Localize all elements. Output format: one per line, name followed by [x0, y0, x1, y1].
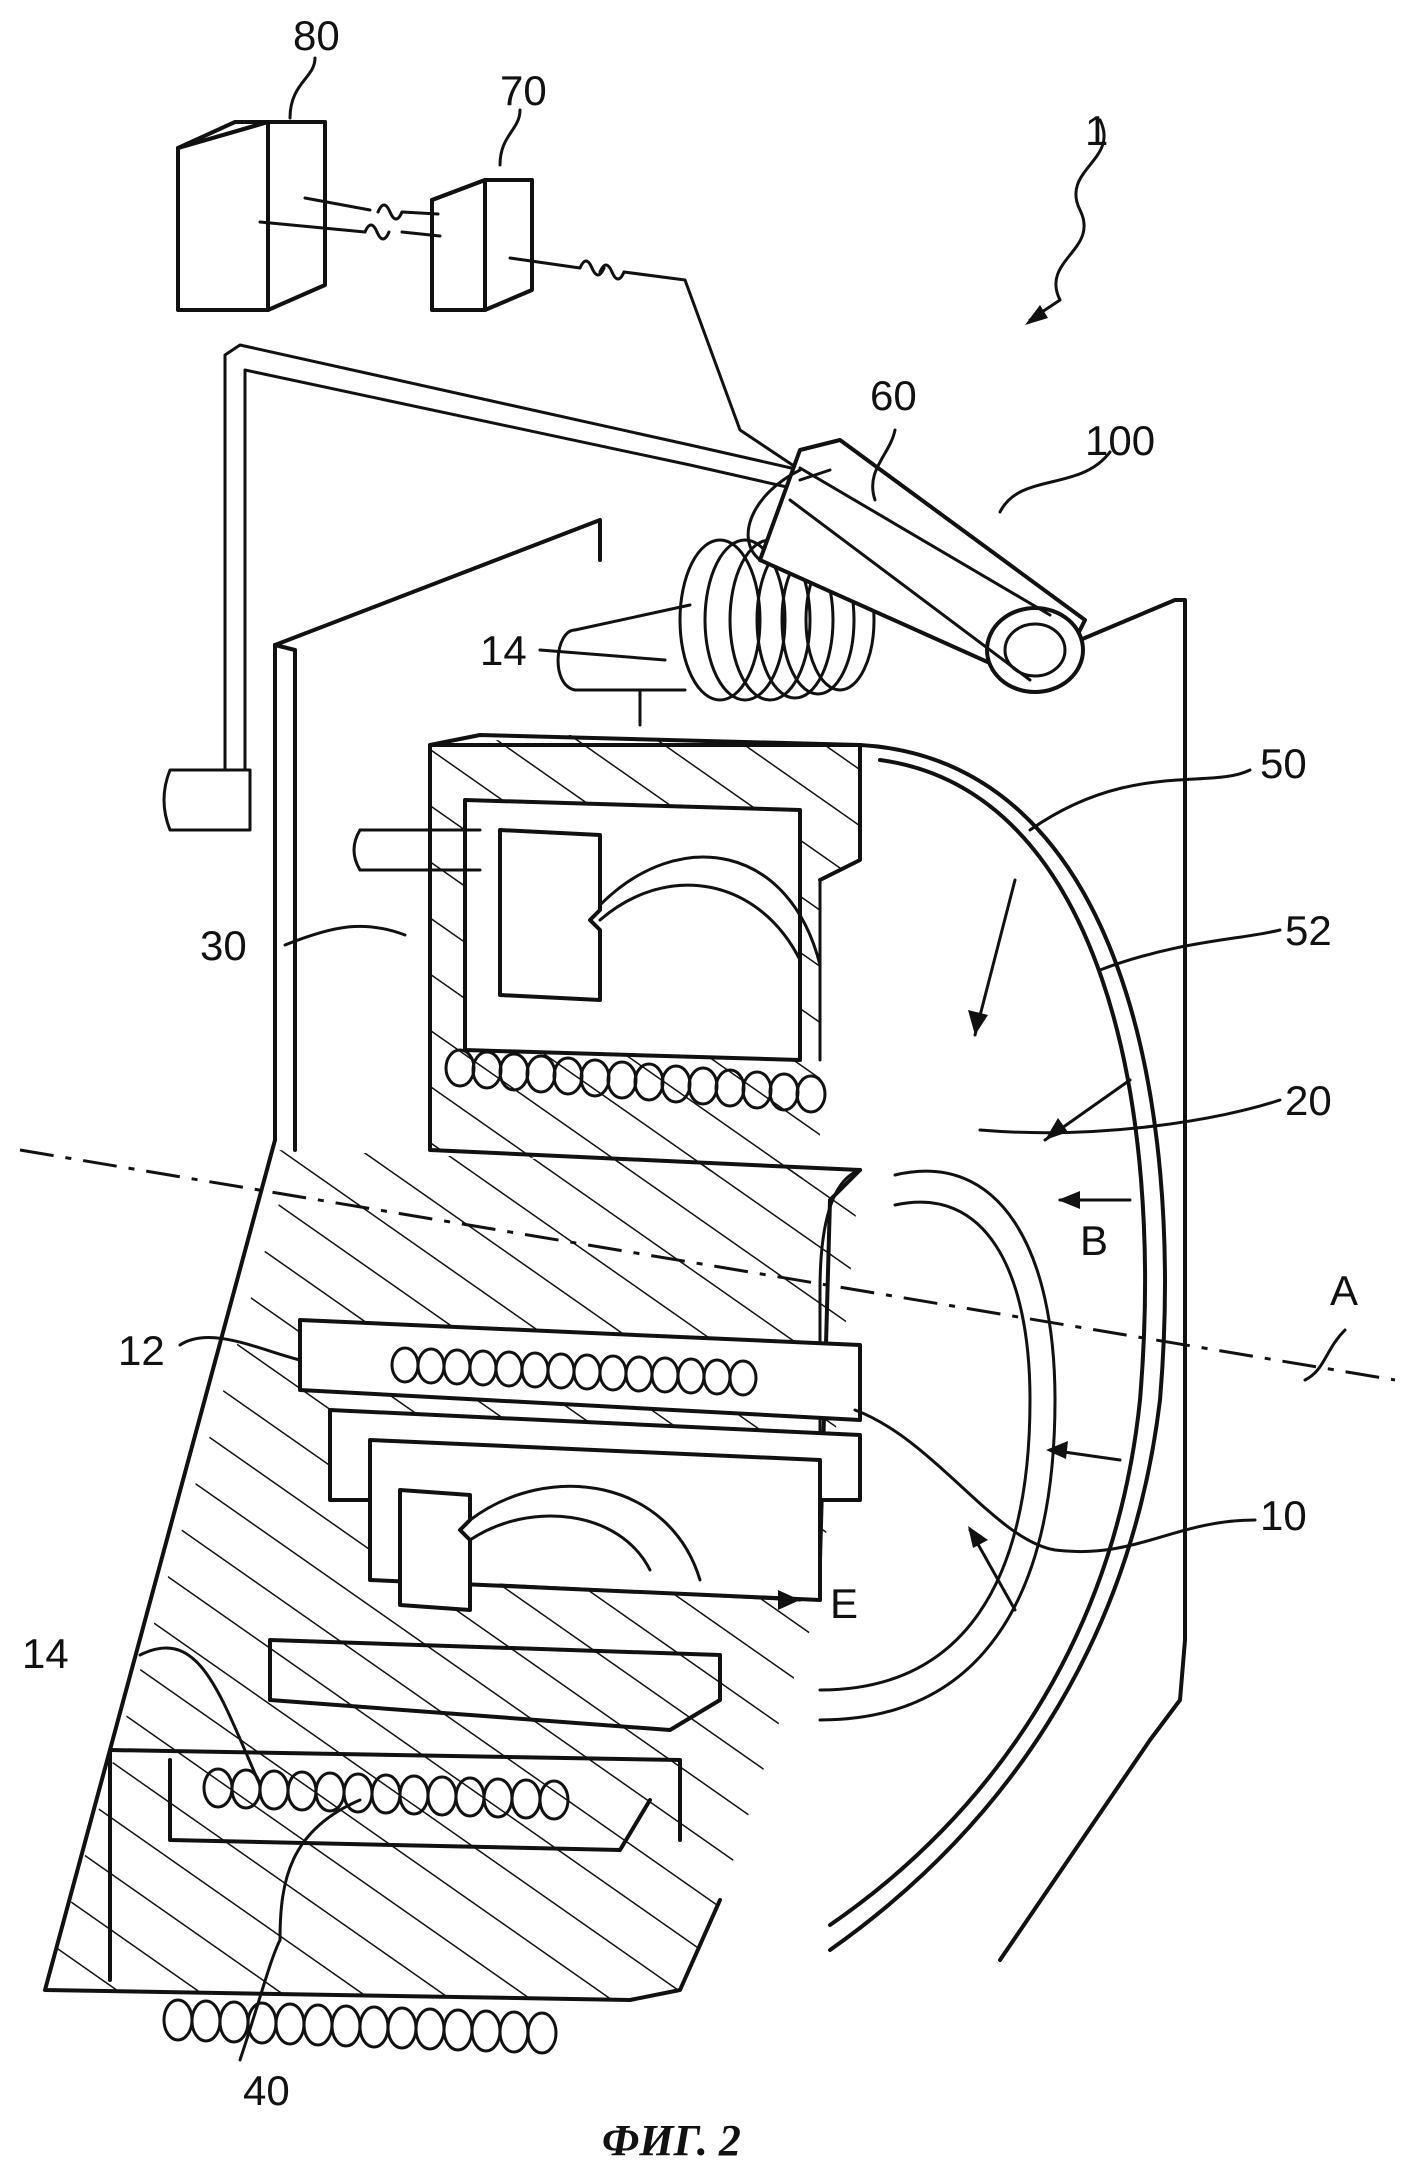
label-100: 100 — [1085, 417, 1155, 464]
label-20: 20 — [1285, 1077, 1332, 1124]
figure-caption: ФИГ. 2 — [602, 2116, 741, 2165]
coil-14-top — [556, 538, 876, 727]
tube-100 — [746, 438, 1087, 694]
label-60: 60 — [870, 372, 917, 419]
coil-40-row — [162, 1998, 558, 2055]
label-52: 52 — [1285, 907, 1332, 954]
coil-14-lower-row — [202, 1767, 570, 1821]
label-B: B — [1080, 1217, 1108, 1264]
unit-70-box — [430, 178, 534, 312]
label-A: A — [1330, 1267, 1358, 1314]
label-70: 70 — [500, 67, 547, 114]
label-14-top: 14 — [480, 627, 527, 674]
label-10: 10 — [1260, 1492, 1307, 1539]
ring-assembly-20-50-52 — [818, 743, 1167, 1952]
coil-12-row — [390, 1346, 758, 1397]
housing-back-plate — [273, 518, 1187, 1962]
label-1: 1 — [1085, 107, 1108, 154]
feed-pipe — [162, 343, 802, 832]
label-40: 40 — [243, 2067, 290, 2114]
axis-line-A — [19, 1148, 1396, 1382]
label-30: 30 — [200, 922, 247, 969]
connection-cables — [258, 196, 802, 472]
coil-upper-row — [444, 1048, 827, 1114]
label-50: 50 — [1260, 740, 1307, 787]
unit-80-box — [176, 120, 327, 312]
label-12: 12 — [118, 1327, 165, 1374]
label-E: E — [830, 1580, 858, 1627]
lower-body-10 — [43, 1138, 862, 2002]
upper-block-30 — [352, 733, 862, 1180]
label-80: 80 — [293, 12, 340, 59]
label-14-bottom: 14 — [22, 1630, 69, 1677]
leader-lines — [138, 56, 1347, 2062]
